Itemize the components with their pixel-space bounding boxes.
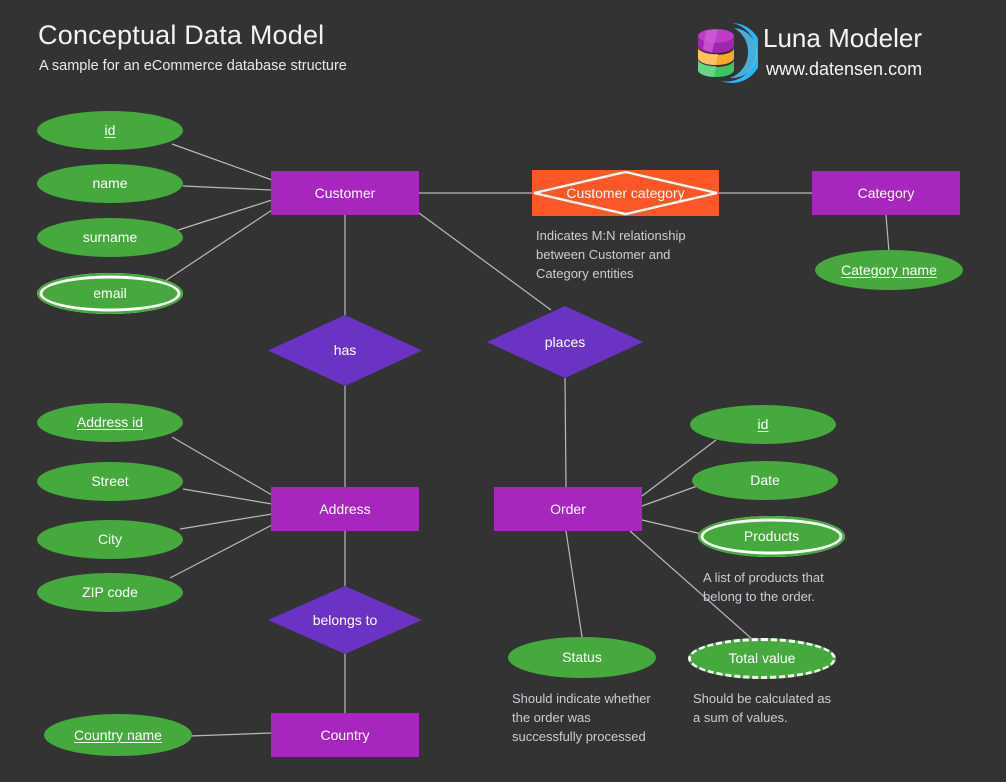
note-status: Should indicate whether the order was su… [512,691,651,744]
attribute-country-name[interactable]: Country name [44,714,192,756]
attribute-order-date[interactable]: Date [692,461,838,500]
entity-order[interactable]: Order [494,487,642,531]
entity-customer[interactable]: Customer [271,171,419,215]
entity-label: Address [319,500,371,517]
entity-category[interactable]: Category [812,171,960,215]
attribute-zip-code[interactable]: ZIP code [37,573,183,612]
relationship-has[interactable]: has [268,315,422,386]
note-customer-category: Indicates M:N relationship between Custo… [536,228,686,281]
attribute-label: id [104,122,116,139]
attribute-label: surname [82,229,138,246]
entity-label: Order [550,500,586,517]
entity-country[interactable]: Country [271,713,419,757]
attribute-label: Address id [76,414,144,431]
attribute-label: Country name [74,726,162,743]
edge-address-addressid [171,436,273,496]
brand-url: www.datensen.com [766,59,923,79]
luna-modeler-logo-icon [697,23,758,83]
page-title: Conceptual Data Model [38,20,325,50]
associative-entity-label: Customer category [566,184,685,201]
attribute-label: City [97,531,123,548]
entity-label: Country [320,726,370,743]
attribute-label: Date [750,472,780,489]
note-total-value: Should be calculated as a sum of values. [693,691,832,725]
edge-customer-id [171,143,273,181]
edge-customer-name [182,185,273,191]
attribute-order-id[interactable]: id [690,405,836,444]
edge-address-zipcode [169,524,273,579]
attribute-customer-surname[interactable]: surname [37,218,183,257]
attribute-label: name [92,175,128,192]
attribute-customer-email[interactable]: email [37,273,183,314]
brand-name: Luna Modeler [763,23,922,53]
relationship-belongs-to[interactable]: belongs to [268,586,422,654]
edge-category-categoryname [885,214,890,253]
attribute-address-id[interactable]: Address id [37,403,183,442]
relationship-label: places [544,333,586,350]
entity-label: Customer [314,184,376,201]
edge-order-status [565,530,583,638]
attribute-label: Status [562,649,602,666]
attribute-street[interactable]: Street [37,462,183,501]
attribute-label: id [757,416,769,433]
edge-customer-email [164,209,273,282]
edge-customer-places [418,212,552,311]
relationship-places[interactable]: places [487,306,643,378]
attribute-order-total-value[interactable]: Total value [688,638,836,679]
attribute-label: Category name [841,261,937,278]
note-products: A list of products that belong to the or… [703,570,824,604]
associative-entity-customer-category[interactable]: Customer category [532,170,719,216]
attribute-customer-name[interactable]: name [37,164,183,203]
attribute-order-status[interactable]: Status [508,637,656,678]
attribute-city[interactable]: City [37,520,183,559]
attribute-label: ZIP code [82,584,138,601]
page-subtitle: A sample for an eCommerce database struc… [39,58,347,74]
attribute-label: Total value [728,650,796,667]
edge-address-street [182,488,273,505]
entity-label: Category [857,184,915,201]
relationship-label: has [333,342,357,359]
edge-order-products [641,519,707,536]
attribute-label: Street [91,473,129,490]
edge-customer-surname [171,199,273,233]
attribute-order-products[interactable]: Products [698,516,845,557]
attribute-label: Products [743,528,800,545]
attribute-category-name[interactable]: Category name [815,250,963,290]
edge-country-countryname [189,732,273,737]
entity-address[interactable]: Address [271,487,419,531]
relationship-label: belongs to [312,611,378,628]
edge-address-city [179,513,273,530]
attribute-label: email [93,285,127,302]
attribute-customer-id[interactable]: id [37,111,183,150]
edge-places-order [564,377,567,488]
edge-order-date [641,484,701,507]
